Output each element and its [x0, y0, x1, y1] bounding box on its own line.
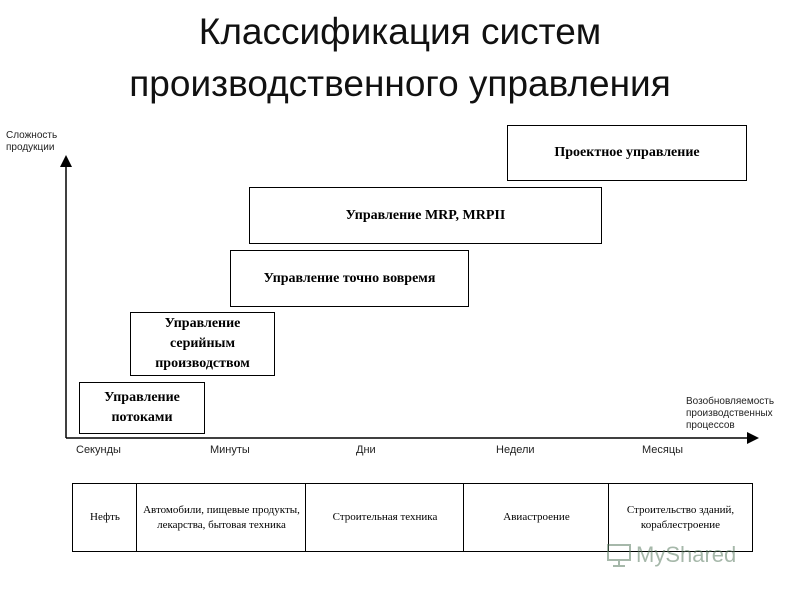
system-mrp: Управление MRP, MRPII: [249, 187, 602, 244]
y-axis-label: Сложность продукции: [6, 130, 58, 153]
industry-construction-equipment: Строительная техника: [305, 483, 465, 552]
tick-seconds: Секунды: [76, 444, 121, 456]
page-title: Классификация систем производственного у…: [0, 6, 800, 110]
title-line-1: Классификация систем: [198, 11, 602, 52]
watermark: MyShared: [606, 538, 766, 572]
tick-weeks: Недели: [496, 444, 535, 456]
system-flow-management: Управление потоками: [79, 382, 205, 434]
system-just-in-time: Управление точно вовремя: [230, 250, 469, 307]
industry-oil: Нефть: [72, 483, 138, 552]
tick-days: Дни: [356, 444, 376, 456]
watermark-logo-icon: [607, 544, 631, 567]
watermark-text: MyShared: [636, 542, 737, 567]
system-project-management: Проектное управление: [507, 125, 747, 181]
industry-auto-food-pharma: Автомобили, пищевые продукты, лекарства,…: [136, 483, 307, 552]
title-line-2: производственного управления: [129, 63, 671, 104]
tick-months: Месяцы: [642, 444, 684, 456]
system-serial-production: Управление серийным производством: [130, 312, 275, 376]
industry-aircraft: Авиастроение: [463, 483, 610, 552]
industry-building-shipbuilding: Строительство зданий, кораблестроение: [608, 483, 753, 552]
tick-minutes: Минуты: [210, 444, 250, 456]
x-axis-label: Возобновляемость производственных процес…: [686, 396, 775, 431]
